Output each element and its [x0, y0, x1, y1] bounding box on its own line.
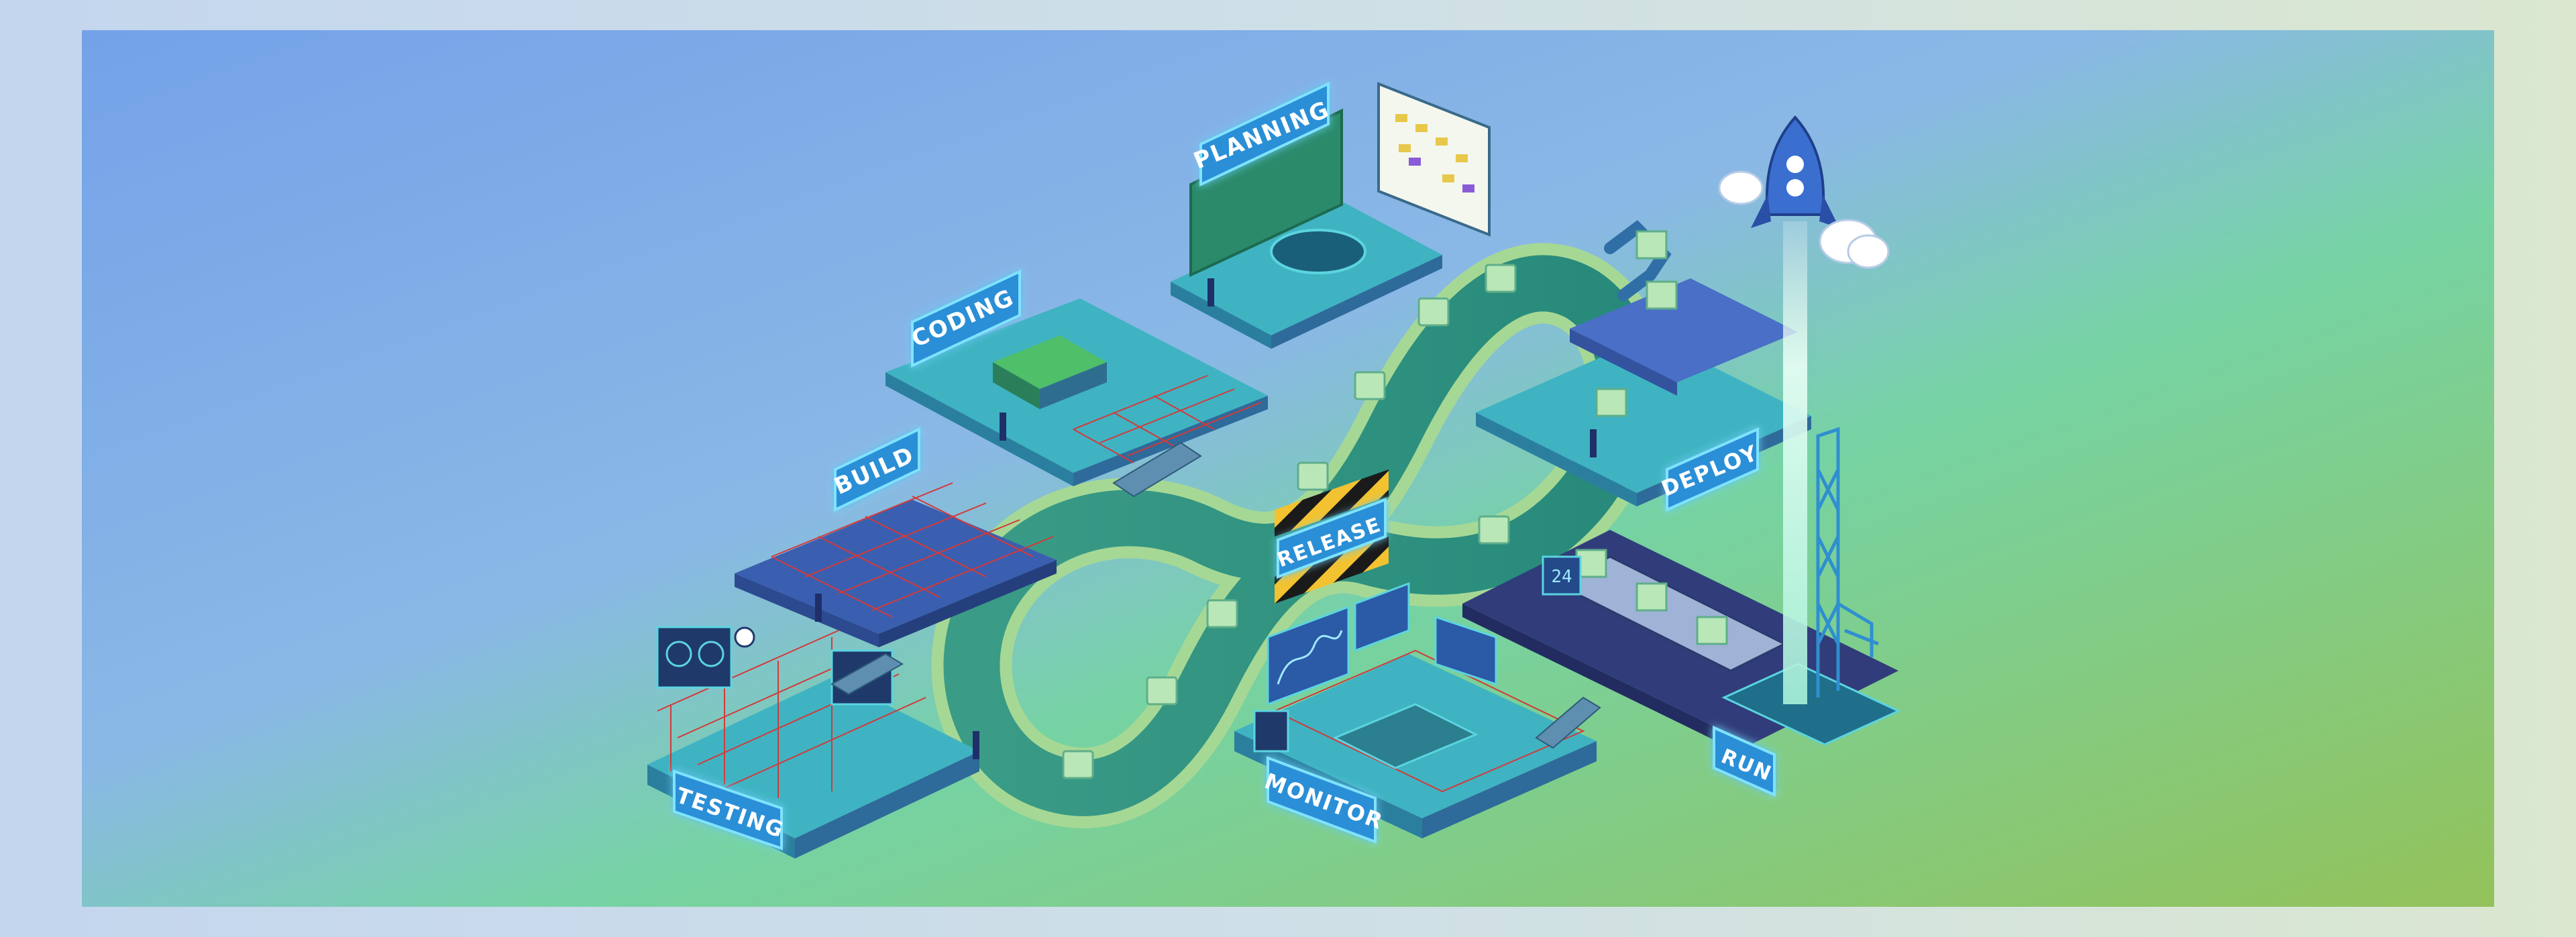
- testing-monitor: [656, 626, 733, 689]
- clock-icon: [734, 626, 755, 648]
- loop-package: [1206, 599, 1238, 628]
- monitor-dashboard-screen: [1434, 615, 1497, 686]
- release-gate: RELEASE: [1274, 470, 1389, 604]
- deploy-counter-value: 24: [1551, 567, 1572, 587]
- loop-package: [1417, 297, 1450, 327]
- loop-package: [1062, 750, 1094, 779]
- staircase: [830, 441, 1601, 749]
- loop-package: [1146, 676, 1178, 706]
- coding-stage: CODING: [885, 269, 1268, 486]
- loop-package: [1297, 461, 1329, 491]
- code-block-stack: [993, 335, 1107, 389]
- monitor-dashboard-screen: [1253, 710, 1289, 753]
- launch-pad: [1721, 663, 1901, 746]
- planning-stage: PLANNING: [1171, 81, 1491, 349]
- monitor-dashboard-screen: [1354, 582, 1410, 653]
- loop-package: [1478, 515, 1510, 545]
- deploy-counter-screen: [1542, 555, 1582, 596]
- loop-package: [1485, 264, 1517, 293]
- planning-table: [1270, 229, 1366, 274]
- cloud-icon: [1718, 170, 1890, 269]
- loop-package: [1354, 371, 1386, 400]
- monitor-table: [1332, 703, 1479, 769]
- rocket-launch: [1718, 115, 1890, 704]
- launch-tower: [1816, 427, 1840, 698]
- launch-beam: [1783, 221, 1807, 704]
- bollard: [815, 278, 1597, 759]
- deploy-stage: DEPLOY: [1476, 220, 1811, 512]
- testing-stage: TESTING: [647, 626, 979, 859]
